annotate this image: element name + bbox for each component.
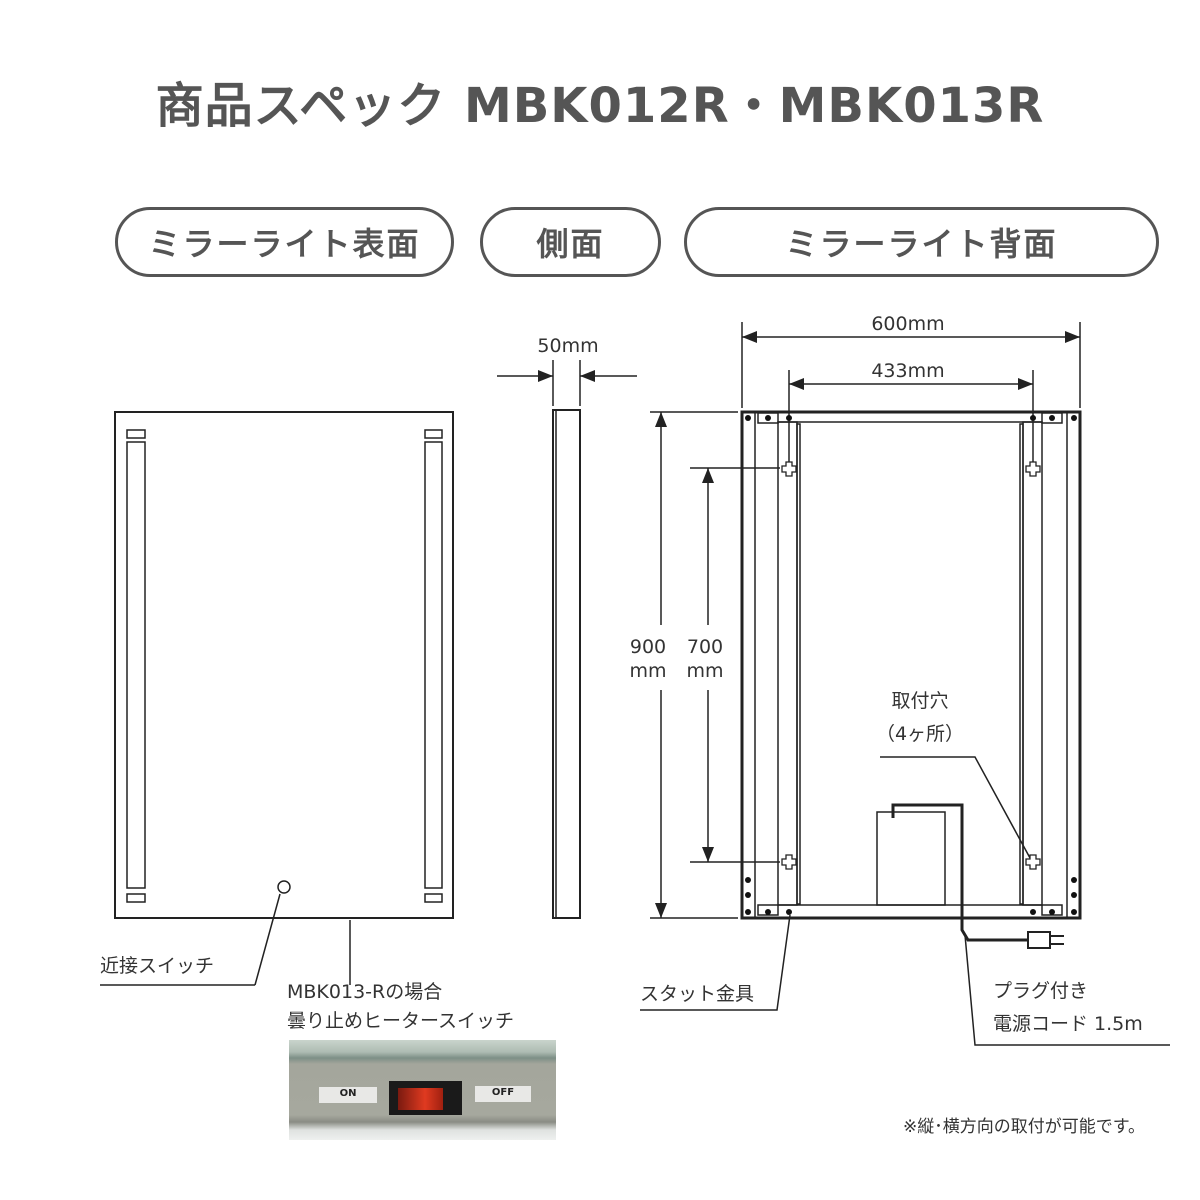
control-box bbox=[876, 811, 946, 906]
hole-height-unit: mm bbox=[686, 660, 723, 682]
front-mirror bbox=[114, 411, 454, 919]
mount-holes-count: （4ヶ所） bbox=[876, 723, 964, 745]
section-label-front: ミラーライト表面 bbox=[115, 207, 454, 277]
photo-on-label: ON bbox=[319, 1087, 377, 1103]
hole-height-value: 700 bbox=[687, 636, 723, 658]
back-view bbox=[650, 322, 1082, 949]
plug-label: プラグ付き bbox=[993, 980, 1088, 1002]
hole-width-dimension: 433mm bbox=[871, 360, 944, 382]
mount-hole-icons bbox=[781, 461, 1041, 870]
section-label-side: 側面 bbox=[480, 207, 661, 277]
page-title: 商品スペック MBK012R・MBK013R bbox=[155, 78, 1045, 134]
rocker-switch-icon bbox=[389, 1081, 462, 1115]
photo-off-label: OFF bbox=[475, 1086, 531, 1102]
footnote: ※縦･横方向の取付が可能です。 bbox=[903, 1117, 1145, 1137]
proximity-sensor-icon bbox=[277, 880, 291, 894]
height-value: 900 bbox=[630, 636, 666, 658]
depth-dimension: 50mm bbox=[537, 335, 598, 357]
section-label-back: ミラーライト背面 bbox=[684, 207, 1159, 277]
width-dimension: 600mm bbox=[871, 313, 944, 335]
bolt-dots bbox=[745, 415, 1077, 915]
heater-switch-photo: ON OFF bbox=[289, 1040, 556, 1140]
plug-icon bbox=[1027, 931, 1064, 949]
height-unit: mm bbox=[629, 660, 666, 682]
proximity-switch-label: 近接スイッチ bbox=[100, 955, 214, 977]
side-view bbox=[497, 360, 637, 919]
mount-holes-label: 取付穴 bbox=[891, 690, 948, 712]
mbk013-case-label: MBK013-Rの場合 bbox=[287, 981, 442, 1003]
heater-switch-label: 曇り止めヒータースイッチ bbox=[287, 1010, 514, 1032]
stud-bracket-label: スタット金具 bbox=[640, 983, 754, 1005]
power-cord-label: 電源コード 1.5m bbox=[993, 1013, 1143, 1035]
